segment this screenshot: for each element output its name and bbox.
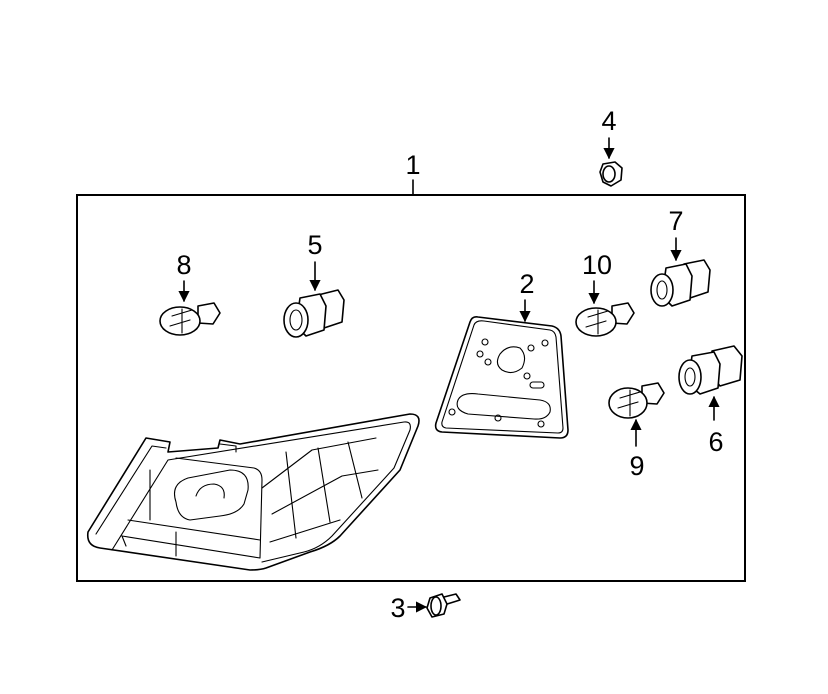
callout-5-label: 5 xyxy=(307,230,322,260)
part-2-gasket: 2 xyxy=(434,269,569,439)
part-7-socket: 7 xyxy=(650,206,711,307)
callout-3-label: 3 xyxy=(390,593,405,623)
callout-1: 1 xyxy=(405,150,421,196)
callout-9-label: 9 xyxy=(629,451,644,481)
callout-10-label: 10 xyxy=(582,250,612,280)
part-6-socket: 6 xyxy=(678,345,743,457)
callout-6-label: 6 xyxy=(708,427,723,457)
part-5-socket: 5 xyxy=(283,230,345,338)
callout-4-label: 4 xyxy=(601,106,616,136)
part-4-nut: 4 xyxy=(599,106,623,187)
callout-2-label: 2 xyxy=(519,269,534,299)
tail-lamp-housing xyxy=(86,413,420,571)
callout-8-label: 8 xyxy=(176,250,191,280)
callout-7-label: 7 xyxy=(668,206,683,236)
part-3-bolt: 3 xyxy=(390,593,461,623)
part-8-bulb: 8 xyxy=(159,250,221,336)
part-9-bulb: 9 xyxy=(608,382,665,481)
callout-1-label: 1 xyxy=(405,150,420,180)
assembly-frame xyxy=(76,194,746,582)
part-10-bulb: 10 xyxy=(575,250,635,337)
